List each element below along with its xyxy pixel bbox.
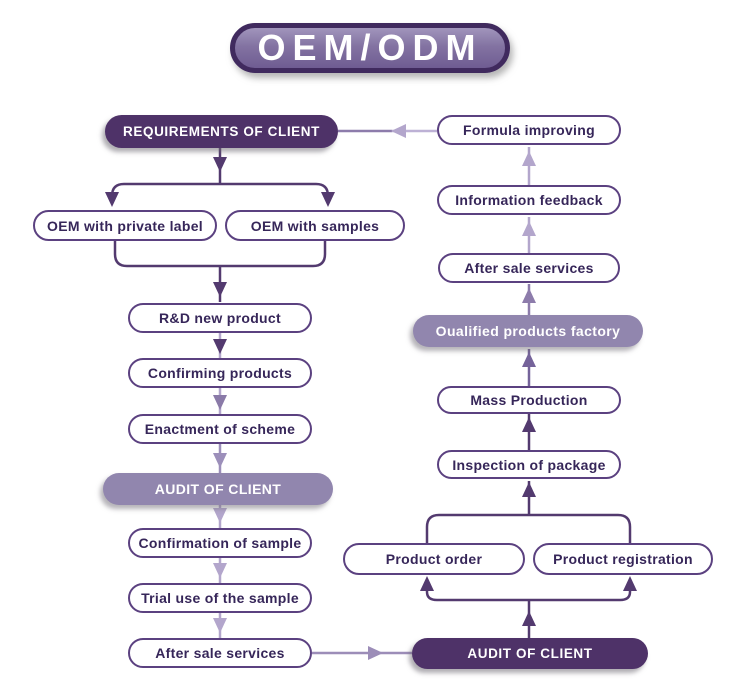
node-information-feedback: Information feedback xyxy=(437,185,621,215)
node-after-sale-services-left: After sale services xyxy=(128,638,312,668)
arrow-audit-bottom-up xyxy=(522,600,536,638)
arrow-feedback-to-formula xyxy=(522,147,536,185)
merge-bracket-products-to-inspection xyxy=(425,481,632,543)
arrow-rd-to-confirming xyxy=(213,333,227,358)
diagram-title: OEM/ODM xyxy=(230,23,510,73)
node-product-registration: Product registration xyxy=(533,543,713,575)
arrow-enactment-to-audit-left xyxy=(213,444,227,473)
arrow-aftersale-left-to-audit-bottom xyxy=(312,646,412,660)
node-after-sale-services-right: After sale services xyxy=(438,253,620,283)
node-oem-with-private-label: OEM with private label xyxy=(33,210,217,241)
node-rd-new-product: R&D new product xyxy=(128,303,312,333)
arrow-requirements-to-split xyxy=(213,148,227,184)
node-requirements-of-client: REQUIREMENTS OF CLIENT xyxy=(105,115,338,148)
node-oem-with-samples: OEM with samples xyxy=(225,210,405,241)
arrow-inspection-to-mass xyxy=(522,414,536,450)
merge-bracket-oem-to-rd xyxy=(113,241,327,302)
node-audit-of-client-bottom: AUDIT OF CLIENT xyxy=(412,638,648,669)
split-bracket-to-product-options xyxy=(420,576,637,602)
node-inspection-of-package: Inspection of package xyxy=(437,450,621,479)
node-confirming-products: Confirming products xyxy=(128,358,312,388)
node-product-order: Product order xyxy=(343,543,525,575)
node-formula-improving: Formula improving xyxy=(437,115,621,145)
node-trial-use-of-the-sample: Trial use of the sample xyxy=(128,583,312,613)
node-mass-production: Mass Production xyxy=(437,386,621,414)
node-enactment-of-scheme: Enactment of scheme xyxy=(128,414,312,444)
split-bracket-to-oem-options xyxy=(105,182,335,207)
arrow-confirming-to-enactment xyxy=(213,388,227,414)
node-confirmation-of-sample: Confirmation of sample xyxy=(128,528,312,558)
arrow-audit-left-to-confirmation xyxy=(213,505,227,528)
arrow-mass-to-factory xyxy=(522,349,536,386)
arrow-aftersale-right-to-feedback xyxy=(522,217,536,253)
arrow-formula-to-requirements xyxy=(338,124,437,138)
node-qualified-products-factory: Oualified products factory xyxy=(413,315,643,347)
node-audit-of-client-left: AUDIT OF CLIENT xyxy=(103,473,333,505)
arrow-trial-to-aftersale-left xyxy=(213,613,227,638)
arrow-factory-to-aftersale-right xyxy=(522,284,536,315)
arrow-confirmation-to-trial xyxy=(213,558,227,583)
